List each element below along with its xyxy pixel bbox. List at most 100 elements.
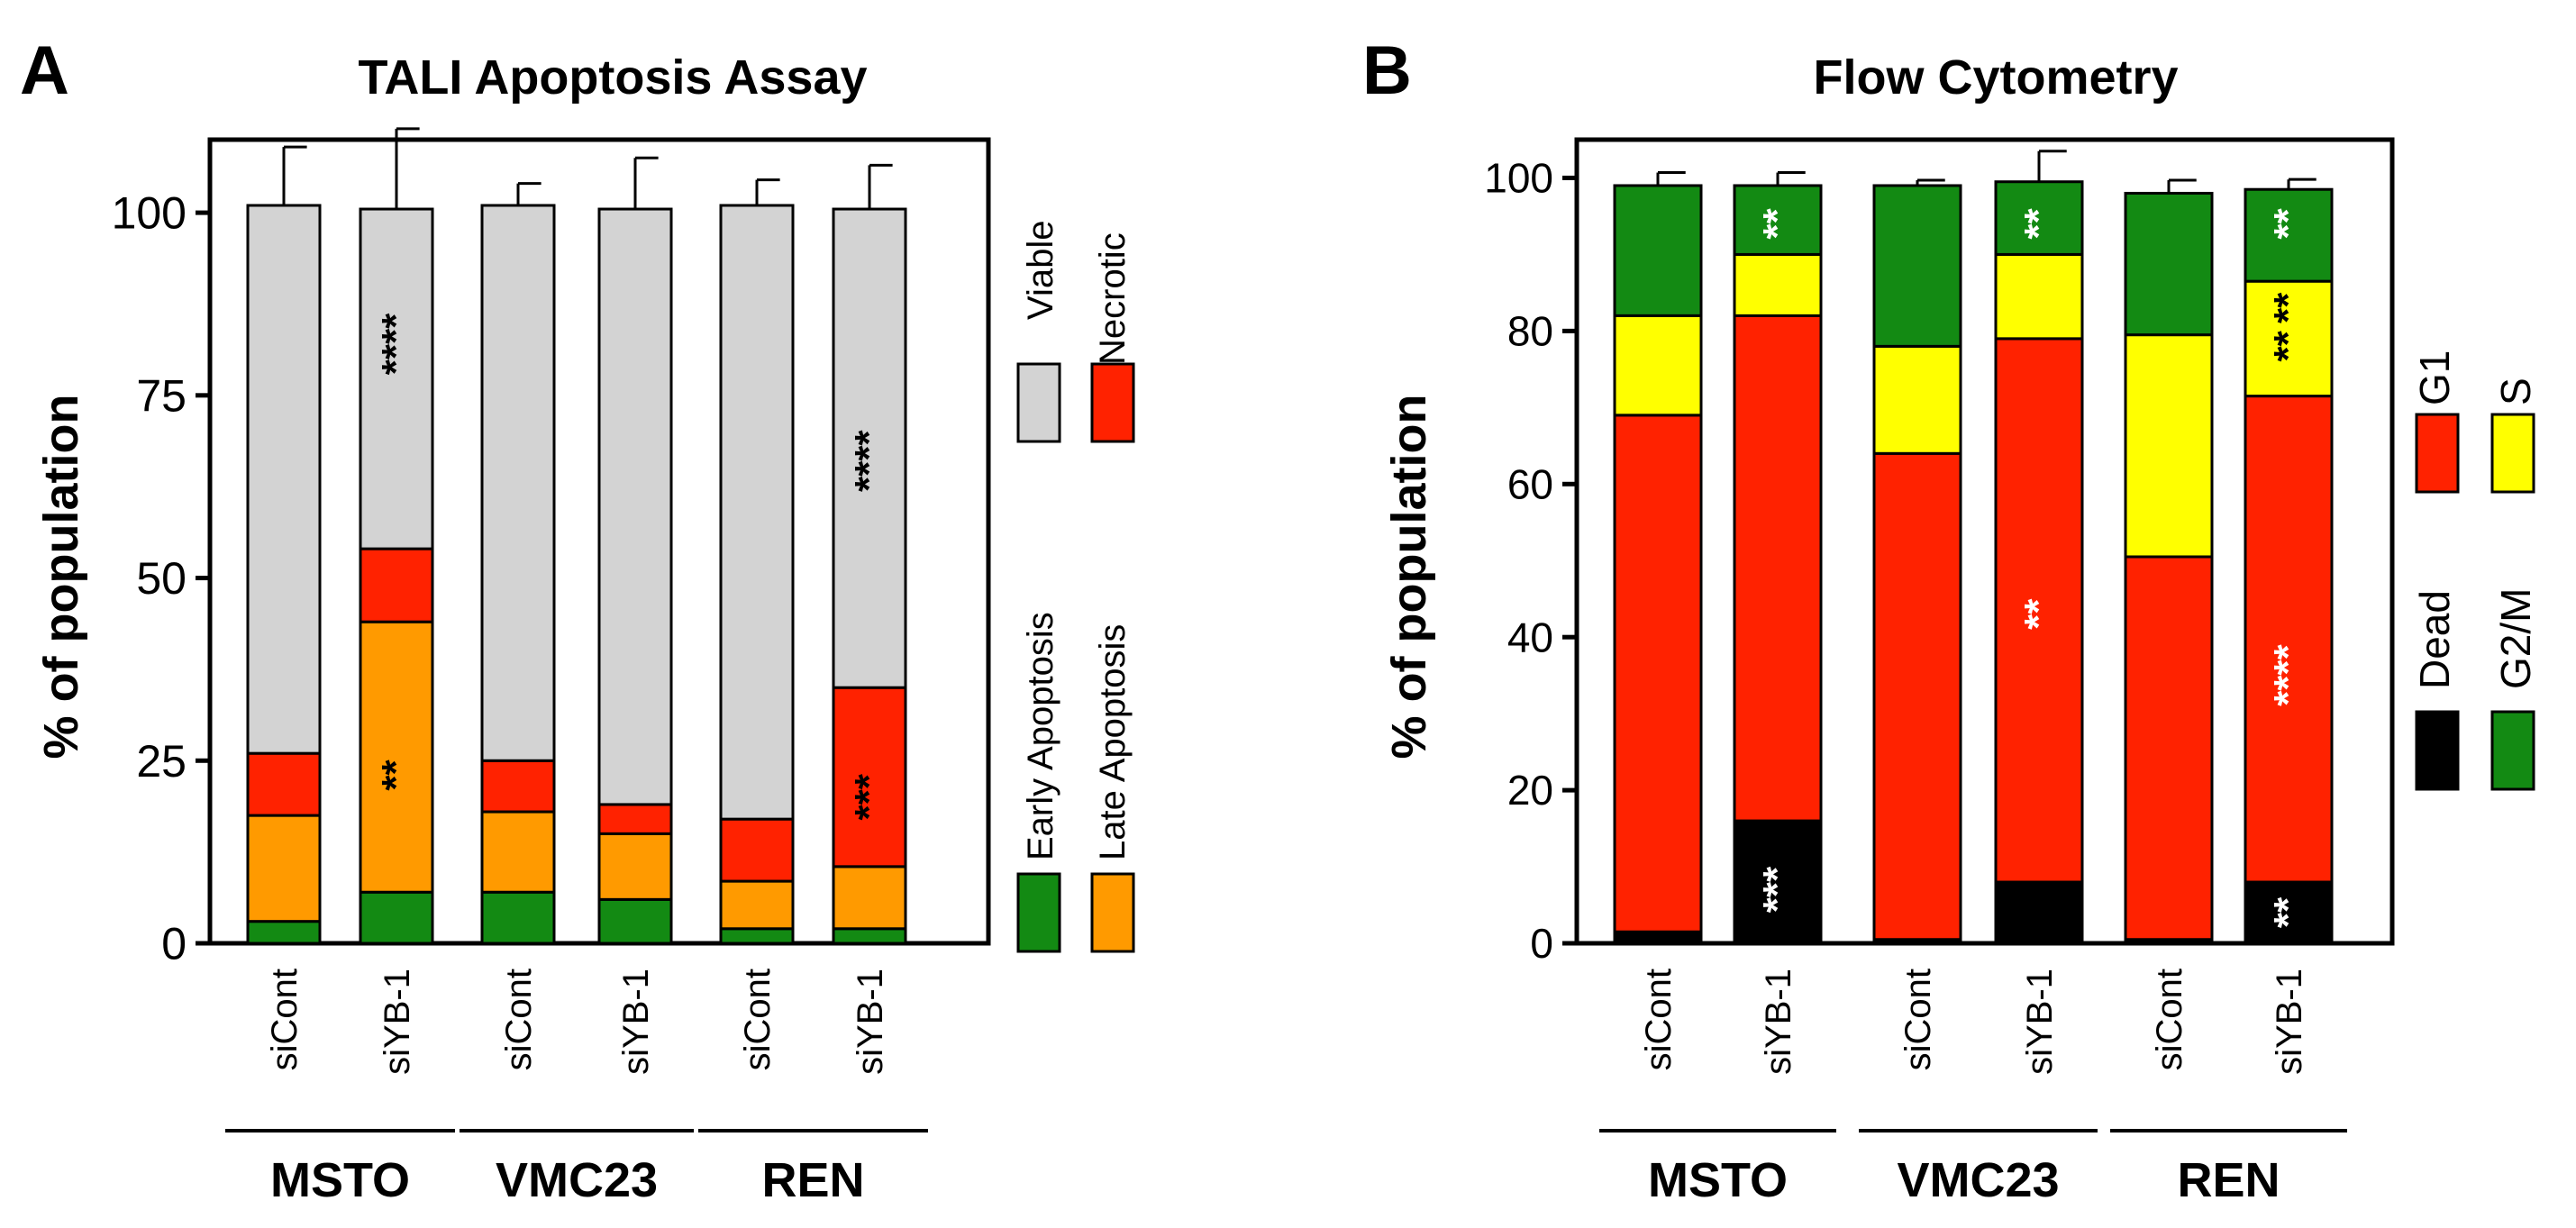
- significance-annotation: **: [2016, 207, 2061, 239]
- bar-segment-viable: [480, 204, 556, 762]
- bar-segment-viable: [719, 204, 795, 821]
- y-tick-label-a: 75: [136, 370, 187, 421]
- bar-segment-necrotic: [246, 751, 322, 817]
- bar-segment-g1: [2244, 395, 2334, 884]
- significance-annotation: **: [2016, 598, 2061, 630]
- panel-a: A TALI Apoptosis Assay % of population 0…: [20, 32, 1135, 1207]
- bar-segment-viable: [597, 207, 673, 806]
- significance-annotation: **: [2266, 330, 2310, 361]
- legend-label-necrotic: Necrotic: [1093, 232, 1133, 365]
- panel-letter-a: A: [20, 32, 69, 109]
- bar-segment-s: [1872, 344, 1962, 455]
- bar-segment-dead: [1613, 930, 1703, 945]
- significance-annotation: ****: [2266, 644, 2310, 706]
- legend-swatch-dead: [2415, 710, 2460, 791]
- bar-segment-g1: [1613, 414, 1703, 933]
- legend-label-g1: G1: [2411, 350, 2458, 405]
- y-tick-label-b: 40: [1507, 614, 1553, 660]
- bar-segment-early-apoptosis: [359, 890, 434, 945]
- bar-segment-dead: [2244, 880, 2334, 945]
- y-tick-label-a: 25: [136, 736, 187, 787]
- bar-segment-g1: [1733, 314, 1823, 823]
- group-label: VMC23: [496, 1153, 658, 1207]
- category-label: siYB-1: [616, 969, 656, 1075]
- y-tick-label-b: 20: [1507, 767, 1553, 814]
- legend-swatch-s: [2490, 413, 2535, 494]
- bar-segment-g1: [1872, 451, 1962, 941]
- panel-b-title: Flow Cytometry: [1813, 50, 2178, 105]
- category-label: siYB-1: [2020, 969, 2060, 1075]
- legend-label-dead: Dead: [2411, 590, 2458, 689]
- significance-annotation: **: [374, 759, 418, 790]
- bar-segment-early-apoptosis: [480, 890, 556, 945]
- legend-swatch-late-apoptosis: [1090, 872, 1135, 953]
- significance-annotation: **: [2266, 207, 2310, 239]
- significance-annotation: ***: [847, 773, 891, 820]
- significance-annotation: **: [2266, 292, 2310, 323]
- bar-segment-viable: [359, 207, 434, 550]
- bar-segment-early-apoptosis: [246, 920, 322, 945]
- panel-letter-b: B: [1362, 32, 1412, 109]
- panel-b-y-axis-label: % of population: [1382, 395, 1436, 760]
- group-label: MSTO: [1648, 1153, 1788, 1207]
- y-tick-label-a: 100: [112, 188, 187, 239]
- bar-segment-necrotic: [359, 547, 434, 623]
- group-label: REN: [761, 1153, 864, 1207]
- bar-segment-g2-m: [1994, 180, 2084, 256]
- panel-a-legend: Viable Necrotic Early Apoptosis Late Apo…: [1016, 221, 1135, 953]
- bar-segment-late-apoptosis: [359, 620, 434, 894]
- bar-segment-late-apoptosis: [246, 814, 322, 923]
- legend-label-viable: Viable: [1021, 221, 1060, 320]
- bar-segment-s: [1613, 314, 1703, 417]
- bar-segment-necrotic: [597, 803, 673, 835]
- legend-label-late-apoptosis: Late Apoptosis: [1093, 624, 1133, 860]
- bar-segment-necrotic: [480, 759, 556, 814]
- y-tick-label-a: 0: [161, 919, 187, 969]
- panel-a-y-axis-label: % of population: [34, 395, 88, 760]
- y-tick-label-b: 80: [1507, 307, 1553, 354]
- group-label: VMC23: [1897, 1153, 2059, 1207]
- significance-annotation: **: [2266, 896, 2310, 928]
- panel-b-legend: G1 S Dead G2/M: [2411, 350, 2539, 791]
- legend-swatch-early-apoptosis: [1016, 872, 1061, 953]
- bar-segment-early-apoptosis: [719, 927, 795, 945]
- legend-label-s: S: [2492, 377, 2539, 405]
- group-label: REN: [2177, 1153, 2280, 1207]
- bar-segment-s: [2244, 279, 2334, 398]
- bar-segment-dead: [1994, 880, 2084, 945]
- y-tick-label-b: 60: [1507, 460, 1553, 507]
- bar-segment-s: [2124, 333, 2214, 559]
- bar-segment-s: [1733, 252, 1823, 317]
- significance-annotation: **: [1755, 207, 1799, 239]
- legend-swatch-g1: [2415, 413, 2460, 494]
- bar-segment-late-apoptosis: [832, 865, 907, 931]
- bar-segment-late-apoptosis: [480, 810, 556, 894]
- bar-segment-necrotic: [832, 686, 907, 869]
- bar-segment-necrotic: [719, 817, 795, 883]
- legend-swatch-necrotic: [1090, 362, 1135, 443]
- significance-annotation: ***: [1755, 866, 1799, 913]
- category-label: siCont: [499, 969, 539, 1070]
- bar-segment-late-apoptosis: [719, 879, 795, 931]
- group-label: MSTO: [270, 1153, 410, 1207]
- y-tick-label-b: 0: [1530, 920, 1553, 967]
- bar-segment-late-apoptosis: [597, 832, 673, 901]
- significance-annotation: ****: [374, 313, 418, 375]
- legend-swatch-g2m: [2490, 710, 2535, 791]
- bar-segment-g2-m: [1613, 184, 1703, 317]
- y-tick-label-b: 100: [1484, 155, 1553, 202]
- legend-swatch-viable: [1016, 362, 1061, 443]
- panel-b: B Flow Cytometry % of population 0 20 40 60…: [1362, 32, 2539, 1207]
- bar-segment-s: [1994, 252, 2084, 341]
- category-label: siCont: [265, 969, 305, 1070]
- bar-segment-g1: [2124, 555, 2214, 941]
- plot-frame-b: [1574, 137, 2395, 946]
- category-label: siYB-1: [378, 969, 417, 1075]
- category-label: siYB-1: [1759, 969, 1798, 1075]
- category-label: siCont: [2150, 969, 2189, 1070]
- bar-segment-g1: [1994, 337, 2084, 884]
- y-tick-label-a: 50: [136, 553, 187, 604]
